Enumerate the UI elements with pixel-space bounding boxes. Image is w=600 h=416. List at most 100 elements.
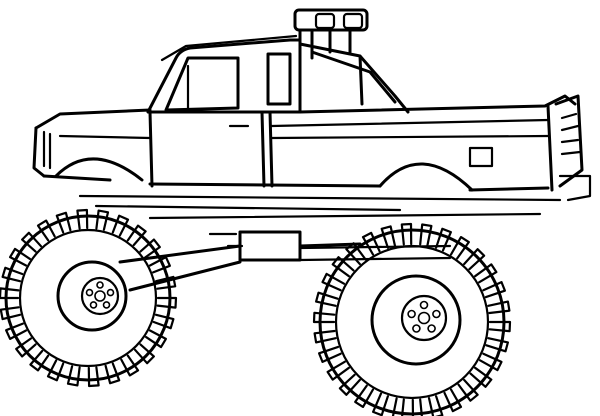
rear-lug-nut bbox=[432, 309, 441, 319]
door-front-edge bbox=[148, 110, 154, 188]
roll-bar-frame bbox=[298, 28, 410, 114]
rear-wheel bbox=[312, 222, 512, 416]
rear-tread-block bbox=[482, 281, 506, 299]
front-hub bbox=[80, 276, 120, 316]
front-tread-block bbox=[55, 211, 72, 234]
front-tread-block bbox=[46, 359, 65, 382]
body-bottom-line bbox=[42, 174, 550, 192]
front-tread-block bbox=[15, 337, 37, 358]
front-tread-block bbox=[5, 322, 28, 340]
front-tread-block bbox=[148, 256, 171, 274]
tailgate-end bbox=[546, 104, 554, 192]
door-rear-edge bbox=[260, 110, 274, 188]
rear-tread-block bbox=[457, 378, 479, 402]
rear-bumper-detail bbox=[560, 112, 582, 156]
wheel-arches bbox=[54, 157, 474, 192]
rear-hub bbox=[400, 294, 448, 342]
front-tread-block bbox=[139, 238, 161, 259]
rear-tread-block bbox=[435, 227, 452, 252]
rear-tread-block bbox=[485, 337, 509, 353]
rear-tread-block bbox=[419, 223, 433, 247]
rear-lug-nut bbox=[419, 300, 429, 310]
rear-window bbox=[266, 52, 292, 106]
rear-tread-block bbox=[361, 231, 381, 256]
cab-roof-lip bbox=[160, 34, 298, 62]
rear-hub-cap bbox=[417, 311, 431, 325]
rear-tread-block bbox=[443, 388, 463, 413]
roll-bar bbox=[293, 8, 410, 114]
front-tread-block bbox=[76, 208, 89, 230]
rear-tire-inner bbox=[334, 244, 490, 400]
front-tire-treads bbox=[0, 208, 178, 388]
rear-tread-block bbox=[449, 236, 470, 260]
chassis bbox=[78, 194, 562, 292]
rear-tread-block bbox=[331, 256, 355, 278]
front-tread-block bbox=[36, 219, 56, 242]
rear-tread-block bbox=[318, 345, 342, 363]
rear-tread-block bbox=[478, 352, 503, 372]
rear-lug-nut bbox=[412, 324, 421, 333]
side-window bbox=[164, 56, 240, 112]
rear-tread-block bbox=[312, 311, 336, 324]
rear-tread-block bbox=[326, 360, 350, 381]
front-tread-block bbox=[87, 366, 100, 388]
front-tire-outer bbox=[4, 214, 172, 382]
truck-body bbox=[32, 94, 592, 202]
front-tread-block bbox=[133, 343, 155, 365]
hood-top bbox=[34, 108, 152, 130]
front-nose bbox=[32, 126, 46, 178]
rear-tire-treads bbox=[312, 222, 512, 416]
front-tread-block bbox=[120, 354, 140, 377]
cab-outline bbox=[146, 38, 302, 114]
rear-tread-block bbox=[321, 272, 346, 292]
frame-crossmember bbox=[208, 232, 244, 248]
rear-tread-block bbox=[427, 395, 444, 416]
rear-tread-block bbox=[400, 222, 413, 246]
front-hub-cap bbox=[94, 290, 106, 302]
front-tread-block bbox=[29, 349, 50, 372]
front-lug-nuts bbox=[85, 281, 115, 309]
front-tread-block bbox=[0, 287, 20, 300]
front-tread-block bbox=[145, 329, 167, 349]
front-lug-nut bbox=[85, 288, 94, 297]
rear-lug-nut bbox=[427, 324, 436, 333]
front-tread-block bbox=[154, 275, 177, 290]
front-lug-nut bbox=[106, 288, 115, 297]
frame-rails bbox=[78, 194, 562, 220]
rear-tread-block bbox=[487, 300, 511, 315]
roof-light-right bbox=[342, 12, 364, 30]
rear-tread-block bbox=[345, 242, 367, 266]
rear-tread-block bbox=[488, 320, 512, 333]
tail-light bbox=[468, 146, 494, 168]
front-tread-block bbox=[152, 313, 175, 330]
rear-lug-nut bbox=[407, 309, 416, 319]
rear-tread-block bbox=[338, 373, 361, 396]
front-tread-block bbox=[1, 266, 24, 283]
rear-tread-block bbox=[372, 392, 389, 416]
front-tread-block bbox=[0, 306, 22, 321]
front-rim bbox=[56, 260, 128, 332]
truck-cab bbox=[146, 34, 302, 128]
rear-lug-nuts bbox=[407, 300, 441, 333]
front-tread-block bbox=[66, 365, 81, 387]
front-lug-nut bbox=[89, 301, 98, 309]
rear-rim bbox=[370, 274, 462, 366]
rear-tread-block bbox=[354, 384, 375, 408]
front-grille-line bbox=[42, 130, 52, 170]
rear-tread-block bbox=[463, 248, 486, 271]
front-lug-nut bbox=[102, 301, 111, 309]
truck-linework bbox=[0, 8, 592, 416]
rear-tread-block bbox=[469, 366, 493, 388]
front-tire-inner bbox=[18, 228, 158, 368]
front-wheel-arch bbox=[54, 157, 144, 182]
rear-tread-block bbox=[411, 398, 423, 416]
front-lug-nut bbox=[96, 281, 104, 289]
rear-wheel-arch bbox=[378, 162, 474, 192]
front-tread-block bbox=[111, 214, 130, 237]
front-wheel bbox=[0, 208, 178, 388]
front-tread-block bbox=[9, 247, 31, 267]
rear-tread-block bbox=[474, 263, 498, 284]
front-tread-block bbox=[95, 209, 110, 231]
